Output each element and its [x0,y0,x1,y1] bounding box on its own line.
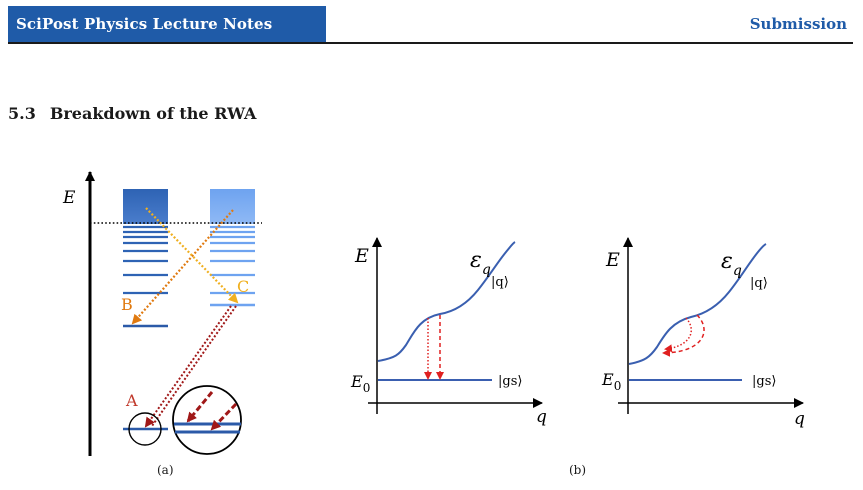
band-right-continuum [210,189,255,224]
arrow-b [131,209,234,325]
b2-arrow-scatter-2 [662,314,705,357]
journal-banner [8,6,326,43]
arrow-c [145,207,239,304]
submission-label: Submission [749,15,847,33]
caption-a: (a) [157,463,174,477]
b2-state-gs: |gs⟩ [752,374,776,389]
page-header: SciPost Physics Lecture Notes Submission [0,0,863,46]
panel-b-right: E E0 q εq |q⟩ |gs⟩ [601,237,805,429]
label-b: B [121,295,133,314]
section-title: Breakdown of the RWA [49,104,257,123]
arrow-a-2 [151,305,237,427]
b1-momentum-label: q [536,407,547,427]
zoom-circle-large [172,385,242,455]
b2-state-q: |q⟩ [750,276,768,291]
b1-state-q: |q⟩ [491,275,509,290]
section-number: 5.3 [8,104,36,123]
b1-dispersion-curve [377,241,516,362]
b2-dispersion-curve [628,243,767,365]
b2-arrow-scatter-1 [664,317,692,353]
panel-a: E [62,171,262,456]
b2-energy-label: E [605,249,620,271]
b2-momentum-label: q [794,409,805,429]
caption-b: (b) [569,463,587,477]
b1-energy-label: E [354,245,369,267]
band-left-continuum [123,189,168,224]
b1-ground-energy-label: E0 [350,372,370,395]
b2-ground-energy-label: E0 [601,370,621,393]
label-c: C [237,277,249,296]
journal-name: SciPost Physics Lecture Notes [16,15,273,33]
label-a: A [125,391,138,410]
energy-axis-label: E [62,188,76,208]
header-rule [8,42,853,44]
zoom-circle-small [128,412,162,446]
b1-dispersion-label: εq [470,248,491,278]
band-left-levels [123,225,168,295]
section-heading: 5.3 Breakdown of the RWA [8,104,256,123]
b2-dispersion-label: εq [721,249,742,279]
arrow-a-1 [144,305,232,428]
b1-state-gs: |gs⟩ [498,374,522,389]
panel-b-left: E E0 q εq |q⟩ |gs⟩ [350,237,547,427]
